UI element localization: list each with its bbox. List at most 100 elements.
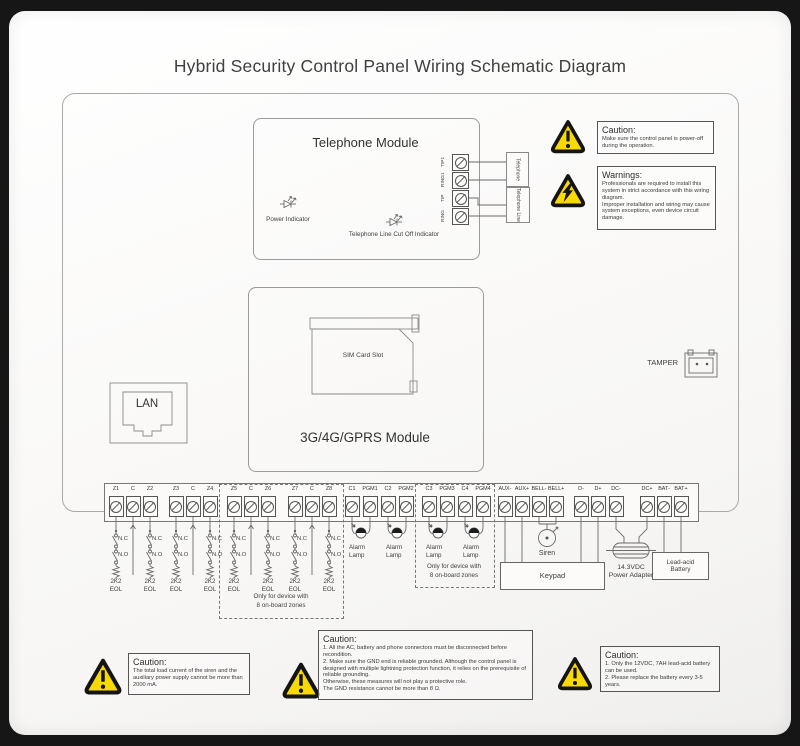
terminal-c1: C1 [344,486,360,517]
eol-value: 2K2 [323,578,335,585]
tamper-label: TAMPER [647,358,678,367]
screw-icon [573,496,589,517]
terminal-c: C [185,486,201,517]
terminal-z4: Z4 [202,486,218,517]
terminal-z2: Z2 [142,486,158,517]
siren-label: Siren [538,550,556,557]
telephone-module-title: Telephone Module [312,135,419,150]
gprs-module-title: 3G/4G/GPRS Module [300,430,430,445]
optional-pgm-note-1: Only for device with [427,563,481,570]
tel-terminal-ring1 [452,172,469,189]
optional-zones-note-1: Only for device with [253,593,309,600]
screw-icon [304,496,320,517]
sim-card-slot-label: SIM Card Slot [342,352,384,359]
caution-ground-text-2: 2. Make sure the GND end is reliable gro… [323,658,526,679]
telephone-line-dest-box: Telephone Line [506,187,530,223]
eol-label: EOL [322,586,336,593]
nc-label: N.C [297,536,307,542]
screw-icon [168,496,184,517]
screw-icon [514,496,530,517]
caution-ground-box: Caution: 1. All the AC, battery and phon… [318,630,533,700]
eol-value: 2K2 [204,578,216,585]
terminal-c: C [304,486,320,517]
terminal-z5: Z5 [226,486,242,517]
screw-icon [497,496,513,517]
warnings-text-1: Professionals are required to install th… [602,181,710,201]
terminal-pgm3: PGM3 [439,486,455,517]
caution-top-title: Caution: [602,125,636,135]
no-label: N.O [331,552,342,558]
caution-top-box: Caution: Make sure the control panel is … [597,121,714,154]
eol-value: 2K2 [228,578,240,585]
screw-icon [380,496,396,517]
eol-label: EOL [143,586,157,593]
terminal-d-minus: D- [573,486,589,517]
eol-label: EOL [288,586,302,593]
terminal-aux-minus: AUX- [497,486,513,517]
terminal-dc-minus: DC- [608,486,624,517]
eol-label: EOL [227,586,241,593]
battery-label-2: Battery [670,566,691,573]
screw-icon [243,496,259,517]
screw-icon [673,496,689,517]
no-label: N.O [236,552,247,558]
nc-label: N.C [152,536,162,542]
eol-value: 2K2 [170,578,182,585]
screw-icon [656,496,672,517]
terminal-bell-plus: BELL+ [548,486,564,517]
caution-ground-text-1: 1. All the AC, battery and phone connect… [323,645,508,658]
screw-icon [185,496,201,517]
no-label: N.O [118,552,129,558]
screw-icon [457,496,473,517]
alarm-lamp-label: Alarm [349,544,366,551]
optional-pgm-note-2: 8 on-board zones [429,572,479,579]
screw-icon [108,496,124,517]
terminal-z8: Z8 [321,486,337,517]
screw-icon [608,496,624,517]
screw-icon [475,496,491,517]
no-label: N.O [152,552,163,558]
terminal-c: C [125,486,141,517]
tel-terminal-tip1 [452,154,469,171]
screw-icon [421,496,437,517]
nc-label: N.C [331,536,341,542]
tel-terminal-label-tip: TIP [441,194,446,202]
caution-battery-text-1: 1. Only the 12VDC, 7AH lead-acid battery… [605,661,711,674]
alarm-lamp-label: Lamp [463,552,479,559]
adapter-label-1: 14.3VDC [617,564,645,571]
tel-terminal-label-tip1: TIP1 [441,156,446,168]
caution-ground-title: Caution: [323,634,357,644]
caution-siren-title: Caution: [133,657,167,667]
battery-box: Lead-acid Battery [652,552,709,580]
lan-label: LAN [135,398,159,410]
screw-icon [639,496,655,517]
no-label: N.O [178,552,189,558]
terminal-bat-minus: BAT- [656,486,672,517]
terminal-pgm4: PGM4 [475,486,491,517]
optional-zones-dashed-box [219,484,344,619]
eol-value: 2K2 [289,578,301,585]
screw-icon [531,496,547,517]
terminal-pgm1: PGM1 [362,486,378,517]
warnings-text-2: Improper installation and wiring may cau… [602,201,710,222]
tel-terminal-label-ring1: RING1 [441,172,446,188]
no-label: N.O [270,552,281,558]
screw-icon [590,496,606,517]
warnings-title: Warnings: [602,170,643,180]
caution-ground-text-4: The GND resistance cannot be more than 8… [323,686,441,693]
screw-icon [439,496,455,517]
nc-label: N.C [118,536,128,542]
eol-value: 2K2 [262,578,274,585]
caution-battery-box: Caution: 1. Only the 12VDC, 7AH lead-aci… [600,646,720,692]
gprs-module-box [248,287,484,472]
telephone-module-box [253,118,480,260]
screw-icon [362,496,378,517]
terminal-d-plus: D+ [590,486,606,517]
no-label: N.O [297,552,308,558]
telephone-line-dest-label: Telephone Line [515,188,521,222]
alarm-lamp-label: Lamp [386,552,402,559]
terminal-z1: Z1 [108,486,124,517]
caution-ground-text-3: Otherwise, these measures will not play … [323,679,467,686]
tel-terminal-ring [452,208,469,225]
screw-icon [202,496,218,517]
